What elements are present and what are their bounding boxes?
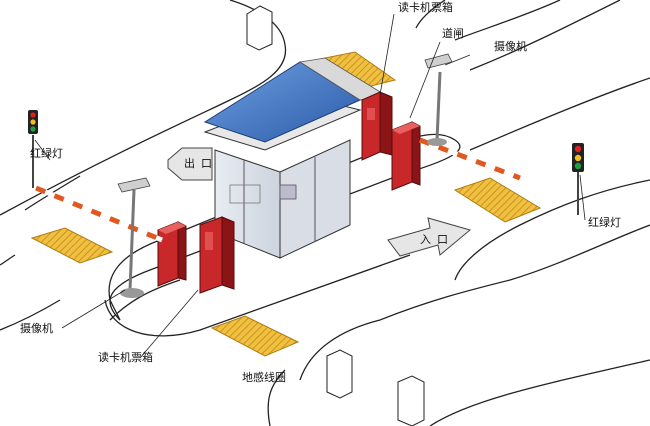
loop-detector-left <box>30 227 114 264</box>
leader-lines <box>34 13 586 359</box>
toll-island <box>108 133 461 321</box>
loop-detectors <box>30 51 542 357</box>
label-loop-detector: 地感线圈 <box>242 371 286 384</box>
barrier-gate-top <box>391 121 521 191</box>
loop-detector-bottom <box>210 315 300 357</box>
label-traffic-light-right: 红绿灯 <box>588 216 621 229</box>
card-reader-ticket-box-top <box>361 91 393 161</box>
barrier-gate-bottom <box>35 185 187 287</box>
loop-detector-right <box>453 177 542 223</box>
label-card-reader-bottom: 读卡机票箱 <box>98 351 153 364</box>
traffic-light-left <box>28 110 38 188</box>
label-camera-left: 摄像机 <box>20 322 53 335</box>
label-barrier-gate: 道闸 <box>442 27 464 40</box>
label-camera-right: 摄像机 <box>494 40 527 53</box>
camera-right <box>424 53 453 146</box>
entry-arrow <box>387 217 472 257</box>
bollards <box>246 5 425 426</box>
traffic-light-right <box>572 143 584 215</box>
label-traffic-light-left: 红绿灯 <box>30 147 63 160</box>
camera-left <box>117 177 151 298</box>
label-exit-arrow: 出口 <box>184 157 218 170</box>
label-entry-arrow: 入口 <box>420 233 454 246</box>
island-base-left <box>104 254 411 337</box>
label-card-reader-top: 读卡机票箱 <box>398 1 453 14</box>
card-reader-ticket-box-bottom <box>199 216 235 294</box>
exit-arrow <box>167 147 213 181</box>
